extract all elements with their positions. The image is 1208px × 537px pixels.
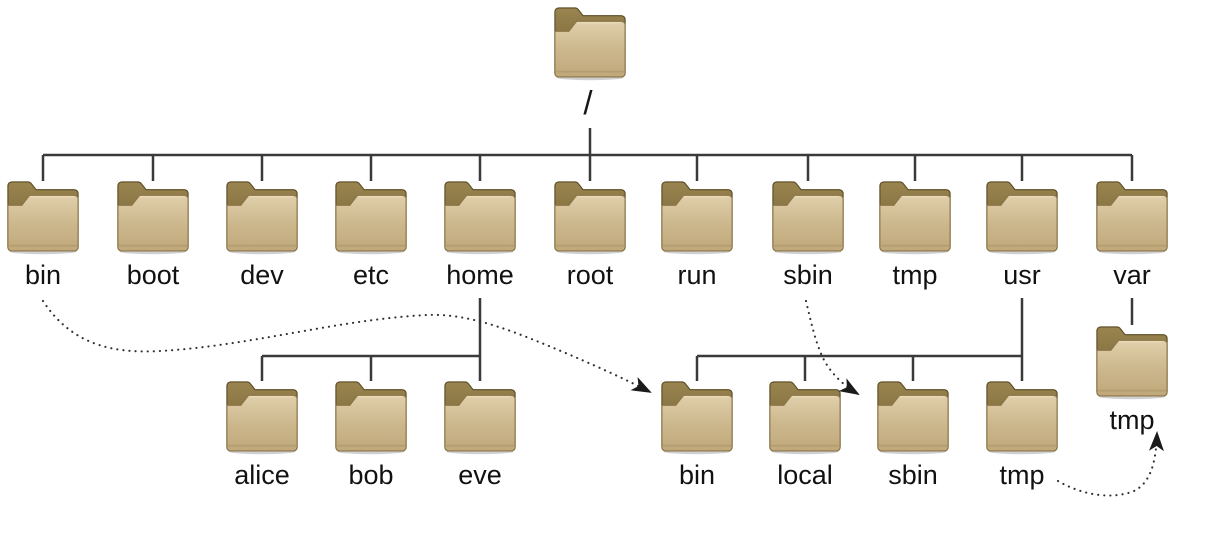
folder-label: bin <box>678 460 716 490</box>
folder-label: run <box>677 260 717 290</box>
folder-node-home-bob: bob <box>316 378 426 490</box>
folder-node-sbin: sbin <box>753 178 863 290</box>
folder-label: local <box>777 460 833 490</box>
folder-icon <box>986 381 1058 456</box>
folder-label: sbin <box>888 460 938 490</box>
folder-node-home-alice: alice <box>207 378 317 490</box>
root-slash-label: / <box>583 84 593 121</box>
folder-icon <box>444 381 516 456</box>
folder-icon <box>226 181 298 256</box>
folder-label: tmp <box>1109 405 1155 435</box>
folder-icon <box>769 381 841 456</box>
folder-node-run: run <box>642 178 752 290</box>
folder-label: sbin <box>783 260 833 290</box>
folder-label: bob <box>348 460 394 490</box>
folder-label: home <box>446 260 514 290</box>
folder-icon <box>7 181 79 256</box>
folder-node-boot: boot <box>98 178 208 290</box>
folder-node-etc: etc <box>316 178 426 290</box>
folder-node-usr-local: local <box>750 378 860 490</box>
folder-node-var-tmp: tmp <box>1077 323 1187 435</box>
folder-label: bin <box>24 260 62 290</box>
folder-label: tmp <box>892 260 938 290</box>
folder-icon <box>661 381 733 456</box>
folder-label: eve <box>458 460 502 490</box>
folder-label: root <box>566 260 614 290</box>
folder-icon <box>986 181 1058 256</box>
folder-node-usr-tmp: tmp <box>967 378 1077 490</box>
folder-label: dev <box>240 260 284 290</box>
folder-label: alice <box>234 460 290 490</box>
folder-node-usr-sbin: sbin <box>858 378 968 490</box>
folder-label: etc <box>352 260 390 290</box>
folder-node-var: var <box>1077 178 1187 290</box>
folder-node-rootdir: root <box>535 178 645 290</box>
folder-node-root <box>535 4 645 82</box>
folder-icon <box>1096 326 1168 401</box>
tree-line-usr-subtree <box>695 298 1024 381</box>
folder-icon <box>661 181 733 256</box>
folder-icon <box>1096 181 1168 256</box>
folder-icon <box>554 7 626 82</box>
folder-node-usr: usr <box>967 178 1077 290</box>
folder-label: usr <box>1003 260 1041 290</box>
folder-icon <box>335 381 407 456</box>
folder-node-dev: dev <box>207 178 317 290</box>
folder-icon <box>444 181 516 256</box>
folder-node-tmp: tmp <box>860 178 970 290</box>
folder-node-home: home <box>425 178 535 290</box>
folder-node-usr-bin: bin <box>642 378 752 490</box>
folder-icon <box>226 381 298 456</box>
folder-label: tmp <box>999 460 1045 490</box>
folder-icon <box>117 181 189 256</box>
folder-icon <box>879 181 951 256</box>
folder-node-bin: bin <box>0 178 98 290</box>
folder-label: var <box>1113 260 1151 290</box>
folder-node-home-eve: eve <box>425 378 535 490</box>
folder-icon <box>335 181 407 256</box>
folder-icon <box>772 181 844 256</box>
folder-icon <box>554 181 626 256</box>
folder-label: boot <box>126 260 180 290</box>
folder-icon <box>877 381 949 456</box>
tree-line-home-subtree <box>260 298 482 381</box>
